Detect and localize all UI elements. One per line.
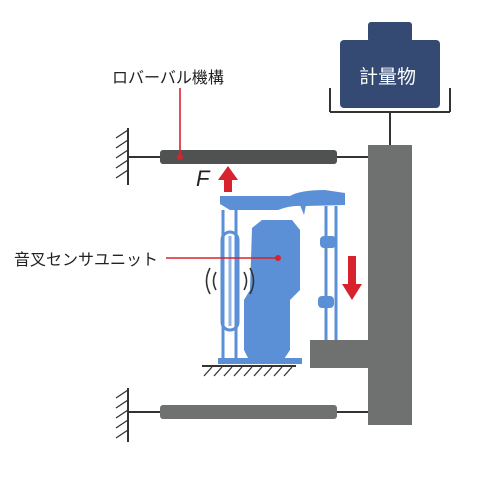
up-arrow-icon xyxy=(218,166,238,192)
tuning-fork-sensor xyxy=(218,190,345,364)
weight-pan xyxy=(329,88,451,145)
leader-lines xyxy=(166,88,281,261)
weight-block xyxy=(340,22,440,108)
sensor-label: 音叉センサユニット xyxy=(14,250,159,269)
weight-label: 計量物 xyxy=(359,66,417,88)
roberval-label: ロバーバル機構 xyxy=(112,68,224,87)
load-column xyxy=(310,145,412,425)
down-arrow-icon xyxy=(342,256,362,300)
upper-roberval-arm xyxy=(115,128,368,185)
force-label: F xyxy=(196,166,210,191)
hatched-ground-icon xyxy=(202,365,296,377)
lower-roberval-arm xyxy=(115,388,368,442)
vibration-icon xyxy=(205,267,255,295)
